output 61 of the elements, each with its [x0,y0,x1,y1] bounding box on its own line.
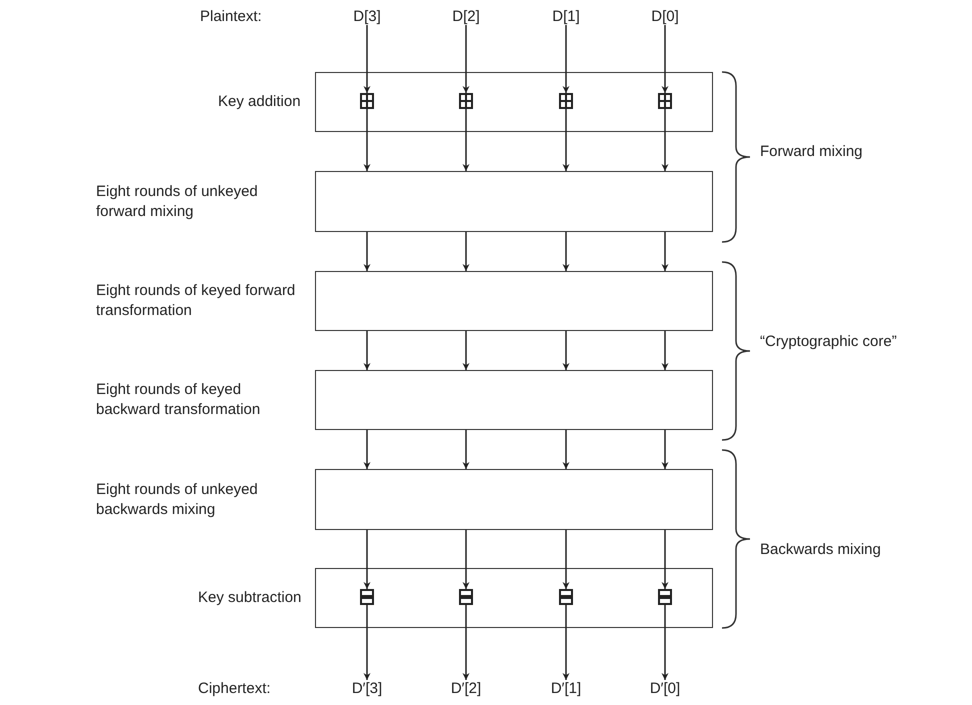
arrow [462,232,470,271]
arrow [462,331,470,370]
addition-operator [658,93,672,109]
data-label: D[2] [441,8,491,25]
data-label: D′[1] [541,680,591,697]
data-label: D′[3] [342,680,392,697]
arrow [562,232,570,271]
process-box [315,469,713,530]
arrow [562,331,570,370]
arrow [364,109,370,171]
arrow [462,530,470,589]
group-label: “Cryptographic core” [760,332,898,352]
subtraction-operator [360,589,374,605]
arrow [364,530,370,589]
arrow [562,109,570,171]
group-label: Backwards mixing [760,540,882,560]
arrow [364,331,370,370]
arrow [662,530,668,589]
arrow [662,25,668,93]
process-box [315,171,713,232]
data-label: D[0] [640,8,690,25]
box-caption: Eight rounds of unkeyed backwards mixing [96,480,259,520]
arrow [662,605,668,680]
arrow [364,232,370,271]
subtraction-operator [658,589,672,605]
arrow [662,232,668,271]
arrow [562,605,570,680]
arrow [462,109,470,171]
data-label: D′[0] [640,680,690,697]
arrow [562,530,570,589]
arrow [462,605,470,680]
row-label: Plaintext: [200,8,262,25]
arrow [662,430,668,469]
addition-operator [360,93,374,109]
process-box [315,72,713,132]
subtraction-operator [459,589,473,605]
box-caption: Eight rounds of unkeyed forward mixing [96,182,259,222]
arrow [462,25,470,93]
row-label: Ciphertext: [198,680,271,697]
box-caption: Key addition [218,92,301,112]
process-box [315,271,713,331]
arrow [562,25,570,93]
data-label: D[1] [541,8,591,25]
data-label: D′[2] [441,680,491,697]
arrow [662,331,668,370]
group-label: Forward mixing [760,142,864,162]
box-caption: Key subtraction [198,588,302,608]
box-caption: Eight rounds of keyed backward transformation [96,380,262,420]
arrow [364,605,370,680]
arrow [462,430,470,469]
box-caption: Eight rounds of keyed forward transformation [96,281,296,321]
addition-operator [559,93,573,109]
arrow [562,430,570,469]
subtraction-operator [559,589,573,605]
arrow [364,25,370,93]
arrow [364,430,370,469]
addition-operator [459,93,473,109]
process-box [315,568,713,628]
data-label: D[3] [342,8,392,25]
process-box [315,370,713,430]
arrow [662,109,668,171]
